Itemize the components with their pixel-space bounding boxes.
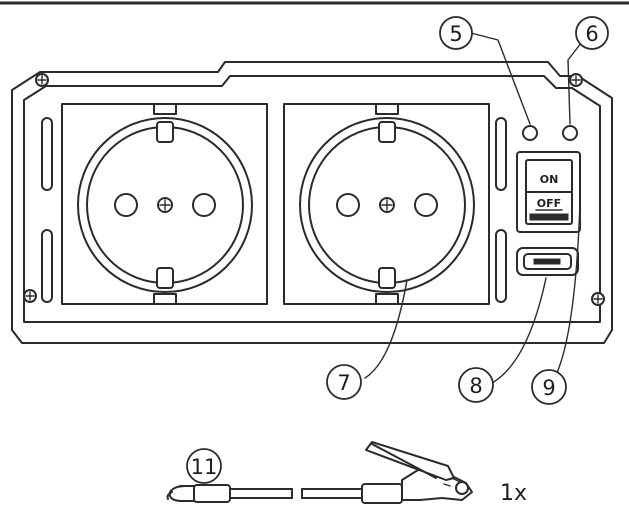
svg-text:8: 8	[469, 374, 482, 398]
callout-5: 5	[439, 16, 473, 50]
cable-quantity: 1x	[500, 481, 527, 506]
callout-6: 6	[575, 16, 609, 50]
callout-7: 7	[326, 364, 362, 400]
callout-9: 9	[531, 369, 567, 405]
svg-text:7: 7	[337, 371, 350, 395]
switch-off-label: OFF	[537, 197, 561, 210]
svg-text:9: 9	[542, 376, 555, 400]
svg-text:11: 11	[191, 455, 218, 479]
screw-top-left	[35, 73, 49, 87]
led-indicator-5	[522, 125, 538, 141]
screw-bottom-right	[591, 292, 605, 306]
callout-8: 8	[458, 367, 494, 403]
svg-text:6: 6	[585, 22, 598, 46]
ac-socket-left	[61, 103, 268, 305]
svg-text:5: 5	[449, 22, 462, 46]
power-switch[interactable]: ON OFF	[516, 151, 581, 233]
led-indicator-6	[562, 125, 578, 141]
switch-on-label: ON	[540, 173, 559, 186]
ac-socket-right	[283, 103, 490, 305]
screw-bottom-left	[23, 289, 37, 303]
battery-cable	[166, 441, 473, 504]
callout-11: 11	[186, 448, 222, 484]
screw-top-right	[569, 73, 583, 87]
usb-port	[516, 247, 579, 276]
